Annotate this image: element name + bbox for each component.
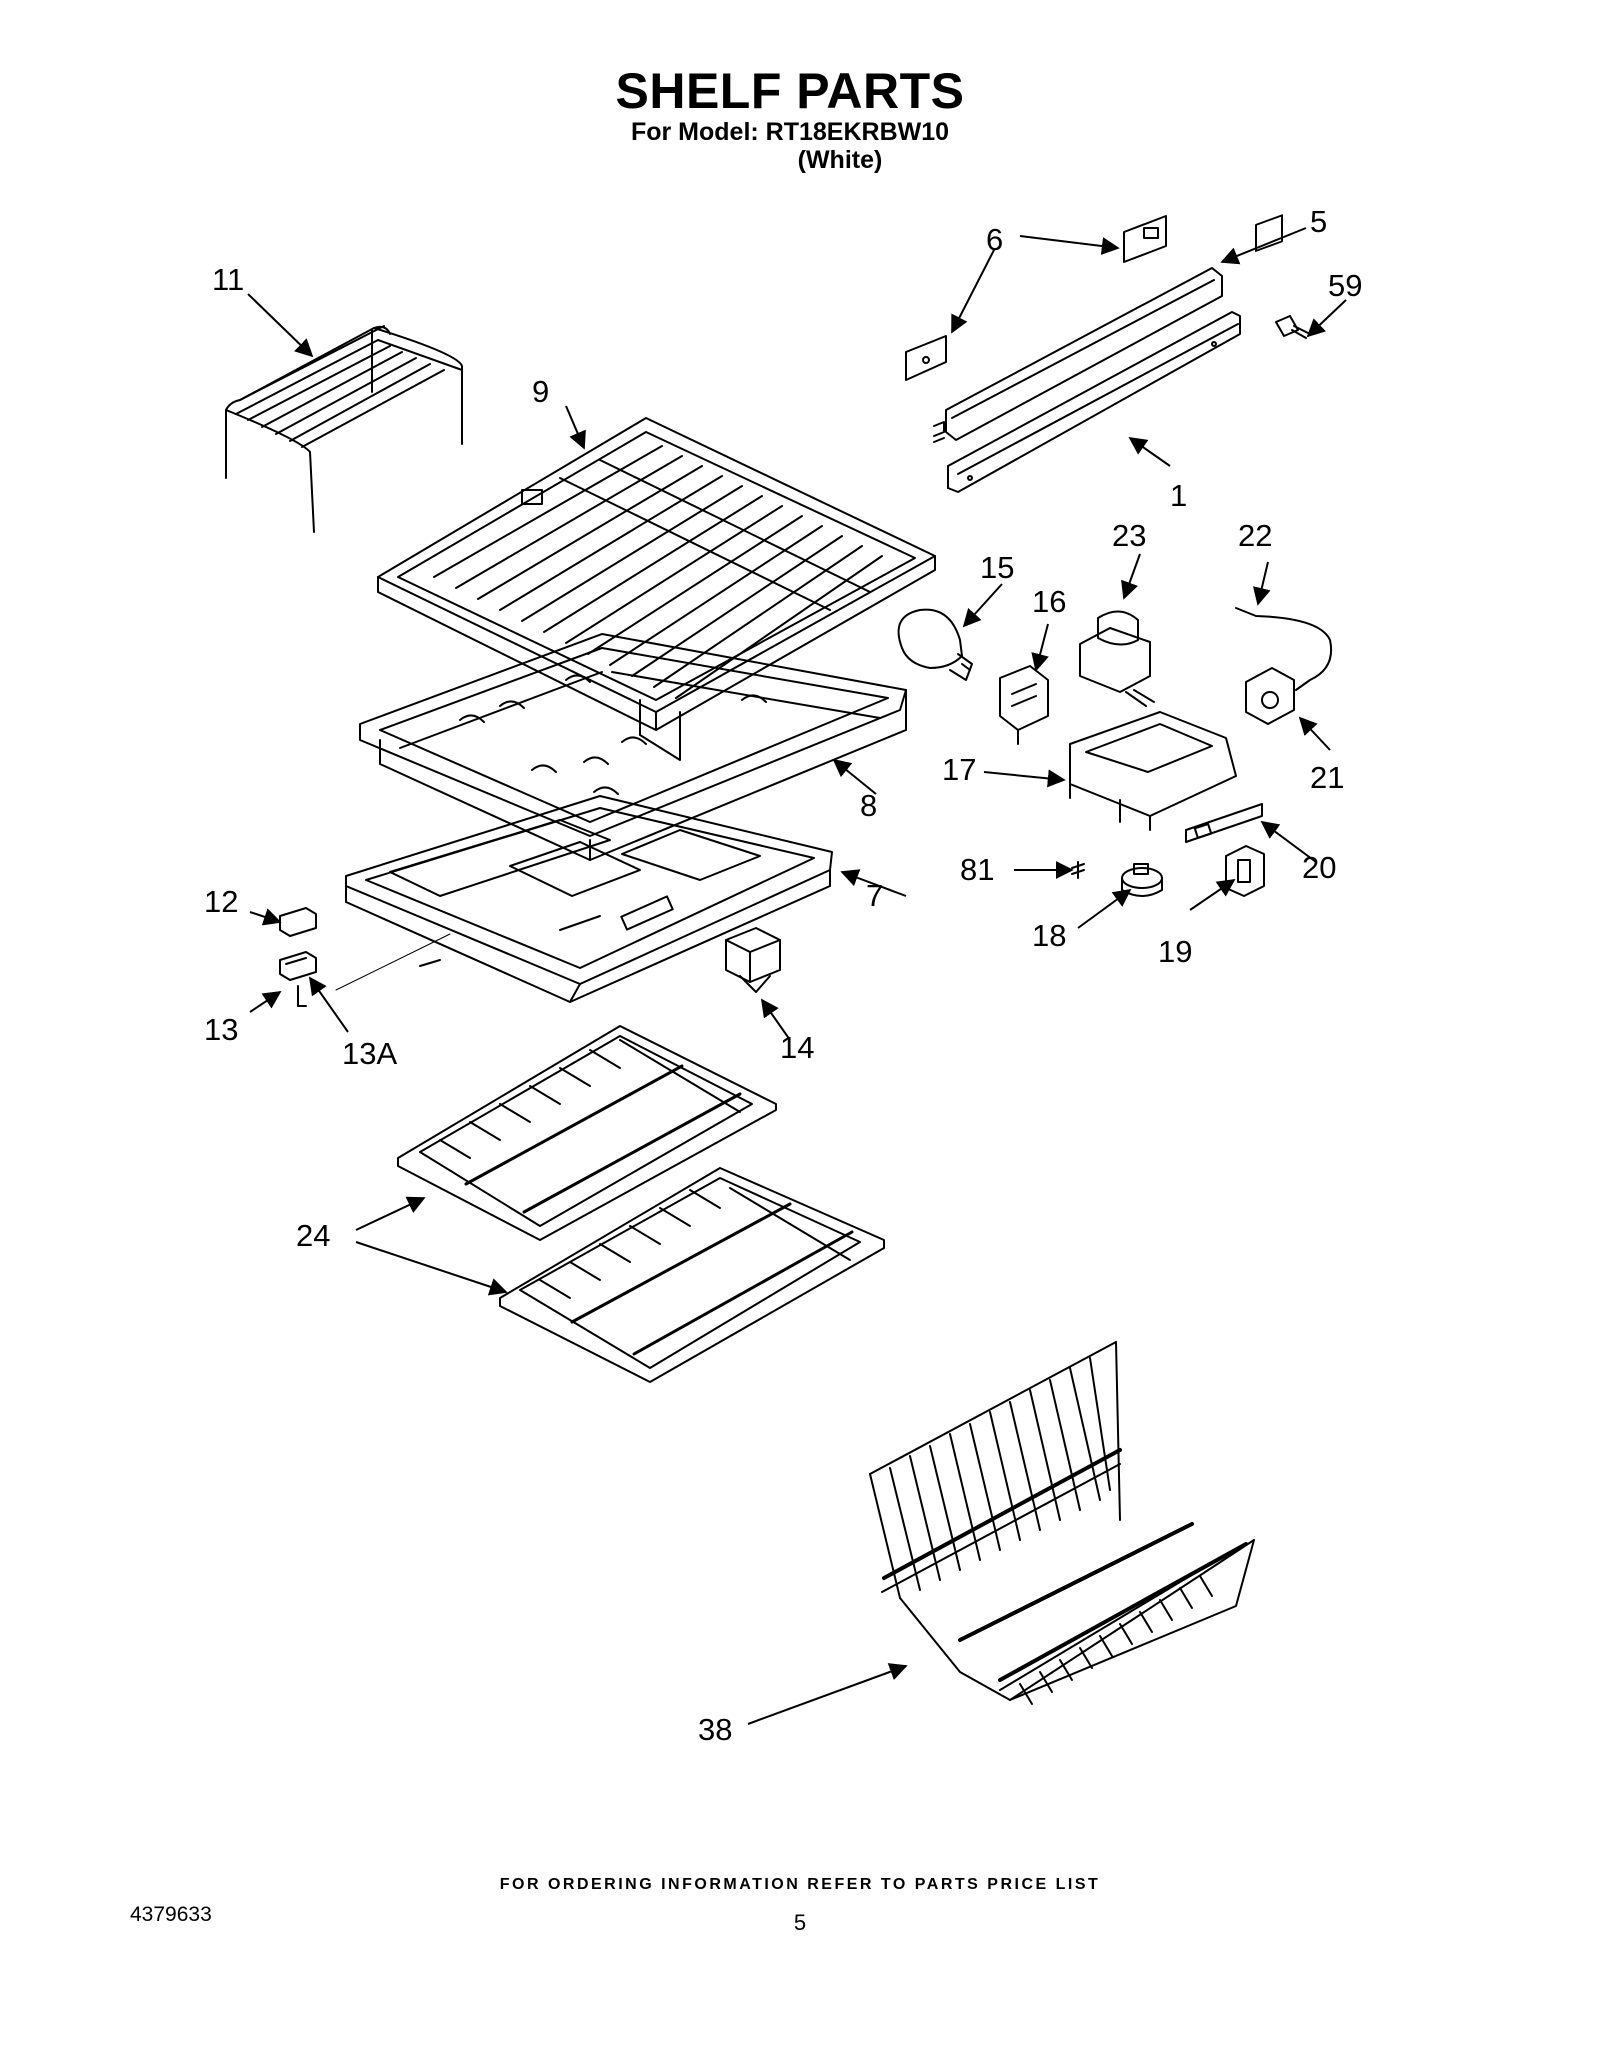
callout-8: 8 [860,788,877,823]
callout-59: 59 [1328,268,1362,303]
ordering-note: FOR ORDERING INFORMATION REFER TO PARTS … [499,1876,1101,1893]
part-5-light-strip [933,267,1223,443]
callout-5: 5 [1310,204,1327,239]
part-24-shelf-lower [499,1167,885,1383]
callout-9: 9 [532,374,549,409]
part-20-plate [1185,803,1263,843]
leader-lines [247,227,1347,1725]
page-title: SHELF PARTS [615,63,965,119]
part-15-bulb [897,608,973,681]
part-17-control-housing [1069,711,1237,831]
part-7-crisper-cover [345,795,833,1003]
callout-23: 23 [1112,518,1146,553]
part-22-sensor-wire [1235,607,1332,691]
callout-12: 12 [204,884,238,919]
part-6-bracket [905,215,1167,381]
callout-15: 15 [980,550,1014,585]
part-13-clip [279,951,317,1007]
part-12-clip [279,907,317,937]
part-38-wire-basket [869,1341,1255,1705]
color-line: (White) [797,146,883,174]
callout-22: 22 [1238,518,1272,553]
part-11-wire-rack [225,325,463,533]
model-line: For Model: RT18EKRBW10 [630,118,950,146]
callout-6: 6 [986,222,1003,257]
callout-numbers: 11 9 6 5 59 1 23 22 15 16 17 21 8 81 20 … [204,204,1362,1747]
document-number: 4379633 [130,1903,212,1926]
callout-20: 20 [1302,850,1336,885]
part-9-shelf-grille [377,417,936,761]
part-23-thermostat [1079,610,1155,707]
callout-14: 14 [780,1030,814,1065]
callout-1: 1 [1170,478,1187,513]
part-81-screw [1071,861,1085,879]
callout-18: 18 [1032,918,1066,953]
part-21-fan-cover [1245,214,1295,725]
part-8-shelf-frame [359,633,907,861]
callout-16: 16 [1032,584,1066,619]
callout-24: 24 [296,1218,330,1253]
part-59-screw [1275,315,1311,339]
callout-21: 21 [1310,760,1344,795]
part-19-switch [1225,845,1265,897]
callout-81: 81 [960,852,994,887]
page-number: 5 [793,1910,807,1935]
callout-13: 13 [204,1012,238,1047]
part-16-socket [999,665,1049,745]
callout-7: 7 [866,878,883,913]
part-14-damper [725,927,781,993]
callout-38: 38 [698,1712,732,1747]
callout-13a: 13A [342,1036,397,1071]
callout-19: 19 [1158,934,1192,969]
part-1-trim [947,311,1241,493]
callout-11: 11 [212,262,244,297]
callout-17: 17 [942,752,976,787]
